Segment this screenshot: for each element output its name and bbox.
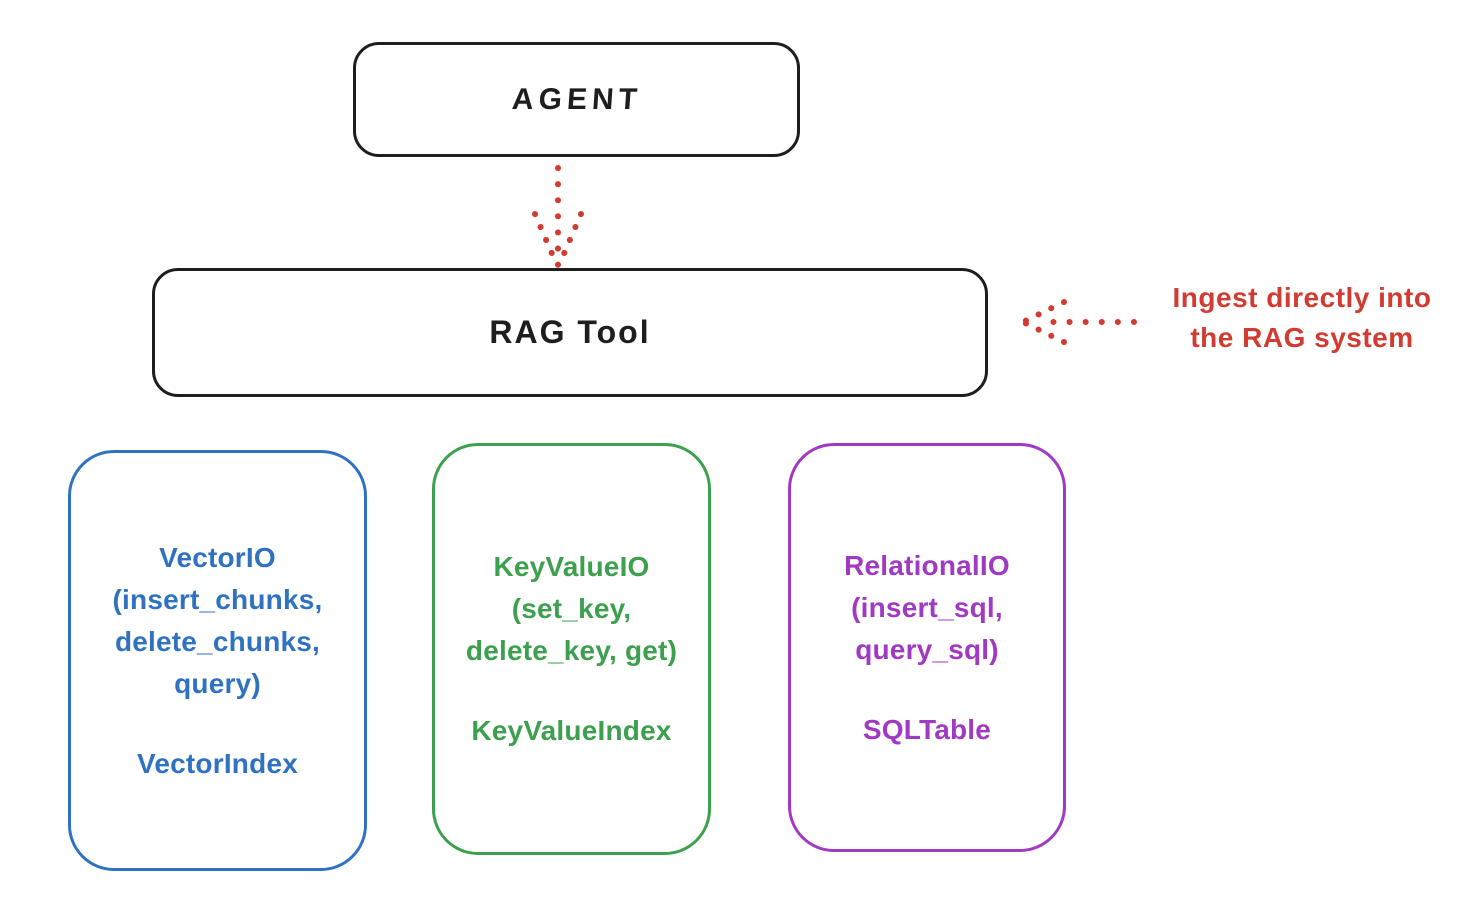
vector-io-method-line: query): [174, 667, 261, 699]
annotation-line-2: the RAG system: [1190, 322, 1414, 353]
keyvalue-io-method-line: delete_key, get): [465, 635, 678, 666]
keyvalue-io-node[interactable]: KeyValueIO (set_key, delete_key, get) Ke…: [432, 443, 711, 855]
keyvalue-io-method-line: (set_key,: [511, 593, 632, 624]
relational-io-method-line: (insert_sql,: [851, 591, 1003, 623]
rag-tool-node[interactable]: RAG Tool: [152, 268, 988, 397]
vector-index-label: VectorIndex: [137, 747, 298, 779]
annotation-note: Ingest directly into the RAG system: [1146, 278, 1458, 358]
relational-io-node[interactable]: RelationalIO (insert_sql, query_sql) SQL…: [788, 443, 1066, 852]
rag-tool-label: RAG Tool: [489, 314, 651, 350]
vector-io-method-line: delete_chunks,: [114, 625, 321, 657]
relational-io-title: RelationalIO: [844, 549, 1010, 581]
vector-io-title: VectorIO: [159, 541, 276, 573]
vector-io-node[interactable]: VectorIO (insert_chunks, delete_chunks, …: [68, 450, 367, 871]
relational-io-method-line: query_sql): [855, 633, 999, 665]
keyvalue-index-label: KeyValueIndex: [471, 715, 672, 746]
keyvalue-io-title: KeyValueIO: [493, 551, 650, 582]
vector-io-method-line: (insert_chunks,: [112, 583, 323, 615]
sql-table-label: SQLTable: [862, 713, 992, 745]
agent-label: AGENT: [510, 82, 643, 116]
agent-node[interactable]: AGENT: [353, 42, 800, 157]
annotation-line-1: Ingest directly into: [1172, 282, 1432, 313]
arrow-annotation-to-rag-icon[interactable]: [1014, 294, 1140, 350]
arrow-agent-to-rag-icon[interactable]: [518, 162, 598, 274]
